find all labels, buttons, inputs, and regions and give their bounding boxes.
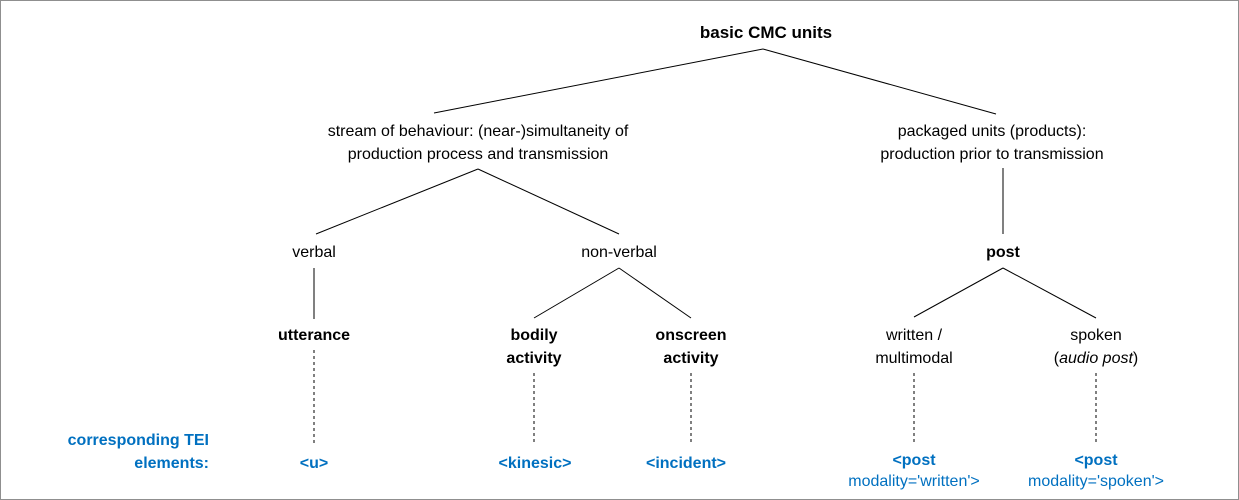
tei-element-kinesic: <kinesic> [498, 455, 572, 472]
node-stream-of-behaviour: stream of behaviour: (near-)simultaneity… [328, 120, 629, 166]
spoken-open-paren: ( [1053, 350, 1060, 367]
node-packaged-units: packaged units (products): production pr… [880, 120, 1103, 166]
node-onscreen-activity: onscreen activity [655, 324, 726, 370]
node-verbal: verbal [292, 244, 336, 261]
node-onscreen-line2: activity [663, 350, 719, 367]
node-written-line2: multimodal [875, 350, 953, 367]
tei-label-line1: corresponding TEI [67, 432, 209, 449]
node-stream-line1: stream of behaviour: (near-)simultaneity… [327, 123, 629, 140]
node-onscreen-line1: onscreen [655, 327, 727, 344]
node-packaged-line2: production prior to transmission [880, 146, 1104, 163]
spoken-italic-text: audio post [1059, 350, 1133, 367]
node-spoken-line1: spoken [1070, 327, 1122, 344]
tei-element-post-spoken: <post modality='spoken'> [1028, 450, 1164, 492]
node-basic-cmc-units: basic CMC units [699, 23, 833, 42]
node-utterance: utterance [277, 327, 351, 344]
tei-post-spoken-line2: modality='spoken'> [1028, 473, 1164, 490]
node-bodily-line1: bodily [510, 327, 558, 344]
node-written-line1: written / [885, 327, 943, 344]
tei-element-u: <u> [299, 455, 329, 472]
node-post: post [986, 244, 1020, 261]
node-spoken-line2: (audio post) [1054, 347, 1139, 370]
tei-label-line2: elements: [134, 455, 209, 472]
tei-post-written-line1: <post [892, 452, 936, 469]
tei-post-spoken-line1: <post [1074, 452, 1118, 469]
node-stream-line2: production process and transmission [347, 146, 609, 163]
tei-element-post-written: <post modality='written'> [848, 450, 980, 492]
node-bodily-activity: bodily activity [506, 324, 561, 370]
node-non-verbal: non-verbal [581, 244, 657, 261]
spoken-close-paren: ) [1132, 350, 1139, 367]
tei-element-incident: <incident> [645, 455, 727, 472]
node-bodily-line2: activity [506, 350, 562, 367]
tei-elements-label: corresponding TEI elements: [9, 429, 209, 475]
node-packaged-line1: packaged units (products): [897, 123, 1087, 140]
node-spoken-audio-post: spoken (audio post) [1054, 324, 1139, 370]
node-written-multimodal: written / multimodal [875, 324, 952, 370]
tei-post-written-line2: modality='written'> [848, 473, 980, 490]
